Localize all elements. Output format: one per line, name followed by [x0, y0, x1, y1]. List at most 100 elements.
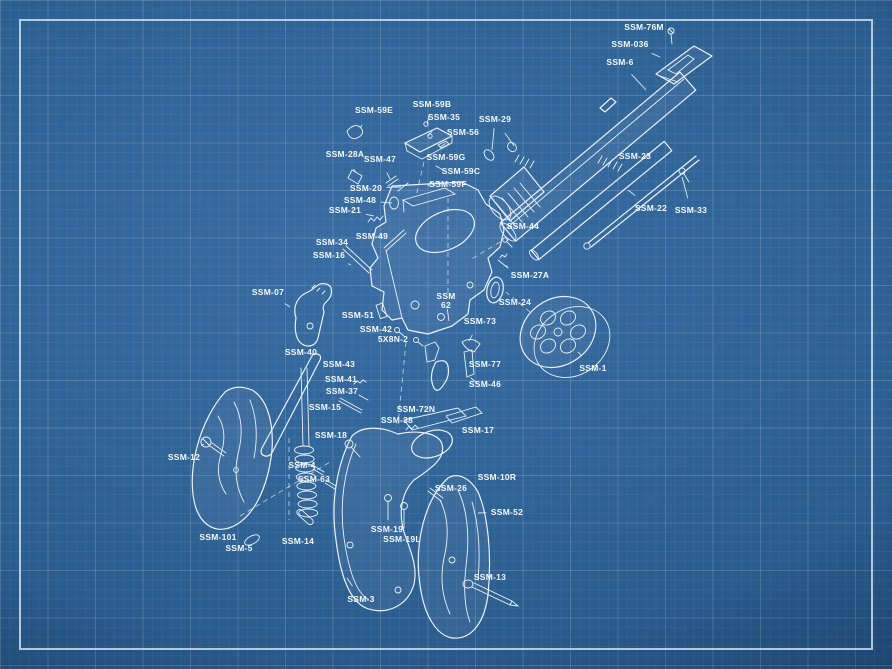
leader-line [491, 128, 495, 151]
leader-line [200, 443, 205, 447]
hammer-drawing [294, 283, 333, 347]
part-label: SSM-15 [309, 402, 341, 412]
leader-line [577, 351, 582, 357]
leader-line [427, 130, 433, 137]
trigger-guard-drawing [403, 406, 483, 459]
part-label: SSM-77 [469, 359, 501, 369]
part-label: SSM-59G [426, 152, 465, 162]
leader-line [504, 132, 515, 147]
blueprint-border-frame [19, 19, 873, 650]
leader-line [359, 125, 363, 129]
part-label: SSM-46 [469, 379, 501, 389]
right-grip-panel-drawing [417, 475, 491, 639]
part-label: SSM-1 [579, 363, 606, 373]
leader-line [386, 172, 391, 180]
base-pin-drawing [483, 141, 700, 250]
part-label: SSM-3 [347, 594, 374, 604]
part-label: SSM-28A [326, 149, 365, 159]
part-label: SSM-24 [499, 297, 531, 307]
part-label: SSM-13 [474, 572, 506, 582]
hammer-parts-drawing [375, 302, 424, 347]
part-label: 5X8N-2 [378, 334, 408, 344]
part-label: SSM-17 [462, 425, 494, 435]
part-label: SSM-5 [225, 543, 252, 553]
part-label: SSM-37 [326, 386, 358, 396]
small-pins-cluster-drawing [342, 169, 409, 274]
leader-line [346, 577, 353, 587]
rear-sight-assembly-drawing [655, 27, 713, 85]
part-label: SSM-21 [329, 205, 361, 215]
leader-line [446, 308, 450, 322]
part-label: SSM-47 [364, 154, 396, 164]
receiver-frame-drawing [369, 181, 505, 335]
leader-line [503, 264, 508, 267]
leader-line [348, 263, 352, 266]
assembly-dashed-lines [239, 161, 531, 520]
flat-spring-drawing [260, 353, 322, 457]
leader-line [380, 201, 393, 204]
left-grip-panel-drawing [191, 386, 273, 530]
leader-line [651, 52, 661, 58]
leader-line [506, 238, 510, 242]
part-label: SSM-48 [344, 195, 376, 205]
barrel-drawing [488, 71, 697, 242]
part-label: SSM-38 [381, 415, 413, 425]
part-label: SSM-6 [606, 57, 633, 67]
part-label: SSM-51 [342, 310, 374, 320]
part-label: SSM-29 [479, 114, 511, 124]
part-label: SSM-59B [413, 99, 452, 109]
part-label: SSM-16 [313, 250, 345, 260]
part-label: SSM-49 [356, 231, 388, 241]
part-label: SSM-72N [397, 404, 436, 414]
mainspring-drawing [294, 367, 319, 518]
part-label: SSM-34 [316, 237, 348, 247]
part-label: SSM-19 [371, 524, 403, 534]
part-label: SSM-52 [491, 507, 523, 517]
part-label: SSM-35 [428, 112, 460, 122]
part-label: SSM-101 [199, 532, 236, 542]
sight-parts-cluster-drawing [346, 121, 453, 187]
part-label: SSM-33 [675, 205, 707, 215]
leader-line [681, 176, 689, 199]
part-label: SSM-14 [282, 536, 314, 546]
part-label: SSM-59C [442, 166, 481, 176]
screws-and-small-parts-drawing [200, 436, 520, 607]
part-label: SSM-20 [350, 183, 382, 193]
leader-line [365, 213, 375, 217]
leader-line [426, 115, 430, 125]
leader-line [468, 334, 473, 342]
leader-line [627, 189, 636, 197]
part-label: SSM-10R [478, 472, 517, 482]
part-label: SSM-73 [464, 316, 496, 326]
leader-line [350, 250, 354, 253]
part-label: SSM-76M [624, 22, 664, 32]
leader-line [439, 142, 447, 148]
part-label: SSM-59E [355, 105, 393, 115]
leader-line [631, 73, 647, 91]
part-label: SSM-59F [429, 179, 467, 189]
part-label: SSM-4 [288, 460, 315, 470]
part-label: SSM-19L [383, 534, 421, 544]
part-label: SSM-43 [323, 359, 355, 369]
loading-gate-drawing [486, 237, 513, 304]
trigger-cluster-drawing [338, 339, 481, 431]
part-label: SSM-07 [252, 287, 284, 297]
part-label: SSM-12 [168, 452, 200, 462]
part-label: SSM-56 [447, 127, 479, 137]
part-label: SSM-63 [298, 474, 330, 484]
part-label: SSM-44 [507, 221, 539, 231]
part-label: SSM-036 [611, 39, 648, 49]
part-label: SSM-26 [435, 483, 467, 493]
part-label: SSM-42 [360, 324, 392, 334]
cylinder-drawing [519, 295, 611, 378]
leader-line [353, 168, 357, 174]
part-label: SSM-23 [619, 151, 651, 161]
part-label: SSM-27A [511, 270, 550, 280]
part-label: SSM-40 [285, 347, 317, 357]
ejector-housing-drawing [514, 140, 673, 261]
